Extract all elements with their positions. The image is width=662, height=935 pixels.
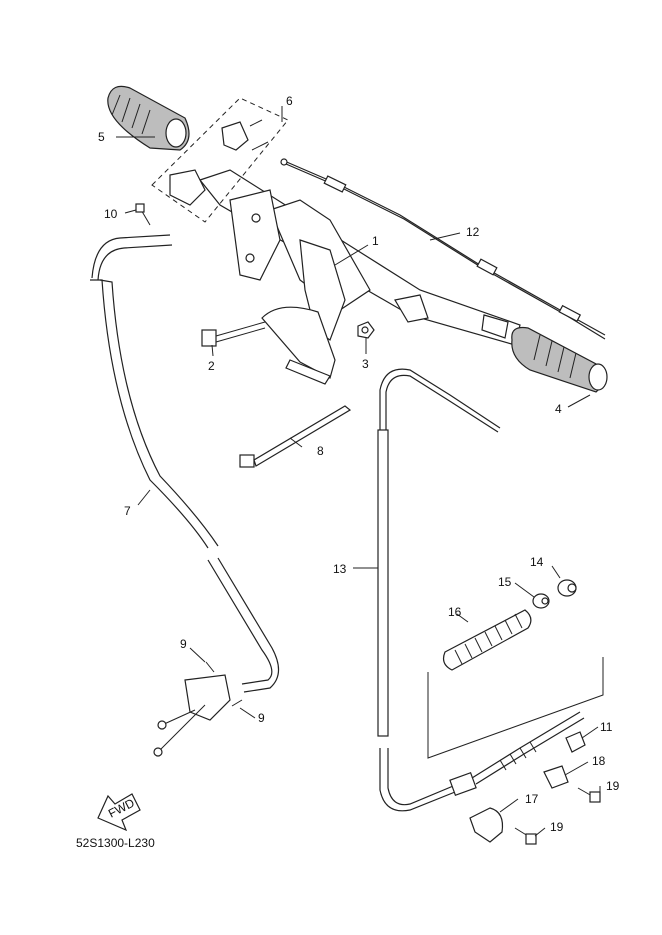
part-18 [543, 765, 569, 789]
callout-2: 2 [208, 359, 215, 373]
bolt-19-upper [577, 787, 601, 803]
callout-13: 13 [333, 562, 347, 576]
callout-11: 11 [600, 720, 613, 734]
spring-16 [442, 609, 532, 671]
bolt-19-lower [514, 827, 537, 845]
callout-9-lower: 9 [258, 711, 265, 725]
callout-4: 4 [555, 402, 562, 416]
callout-16: 16 [448, 605, 462, 619]
cable-junction [153, 661, 243, 757]
callout-10: 10 [104, 207, 118, 221]
bracket-box [427, 657, 604, 759]
leader-lines [116, 106, 601, 837]
part-15 [532, 593, 550, 609]
fwd-arrow: FWD [97, 793, 141, 832]
callout-17: 17 [525, 792, 539, 806]
callout-3: 3 [362, 357, 369, 371]
right-grip [481, 314, 608, 393]
part-11 [565, 731, 586, 753]
clamp-17 [469, 807, 504, 843]
callout-18: 18 [592, 754, 606, 768]
nut-3 [357, 321, 375, 339]
callout-12: 12 [466, 225, 480, 239]
callout-7: 7 [124, 504, 131, 518]
bolt-10 [135, 203, 151, 226]
handlebar [198, 169, 521, 346]
callout-19-upper: 19 [606, 779, 620, 793]
callout-8: 8 [317, 444, 324, 458]
callout-9-upper: 9 [180, 637, 187, 651]
diagram-code: 52S1300-L230 [76, 836, 155, 850]
callout-14: 14 [530, 555, 544, 569]
cable-tie-8 [239, 405, 352, 468]
throttle-cable-7 [90, 234, 280, 693]
guide-bracket [261, 306, 336, 385]
bolt-2 [201, 321, 266, 347]
throttle-housing [151, 97, 289, 223]
callout-19-lower: 19 [550, 820, 564, 834]
callout-5: 5 [98, 130, 105, 144]
callout-15: 15 [498, 575, 512, 589]
brake-cable-13 [377, 368, 585, 812]
clutch-cable-12 [280, 158, 606, 340]
part-14 [557, 579, 577, 597]
callout-labels: 5 6 10 1 12 2 3 4 8 7 13 14 15 16 9 9 11… [98, 94, 620, 834]
callout-1: 1 [372, 234, 379, 248]
callout-6: 6 [286, 94, 293, 108]
left-grip [107, 85, 190, 151]
